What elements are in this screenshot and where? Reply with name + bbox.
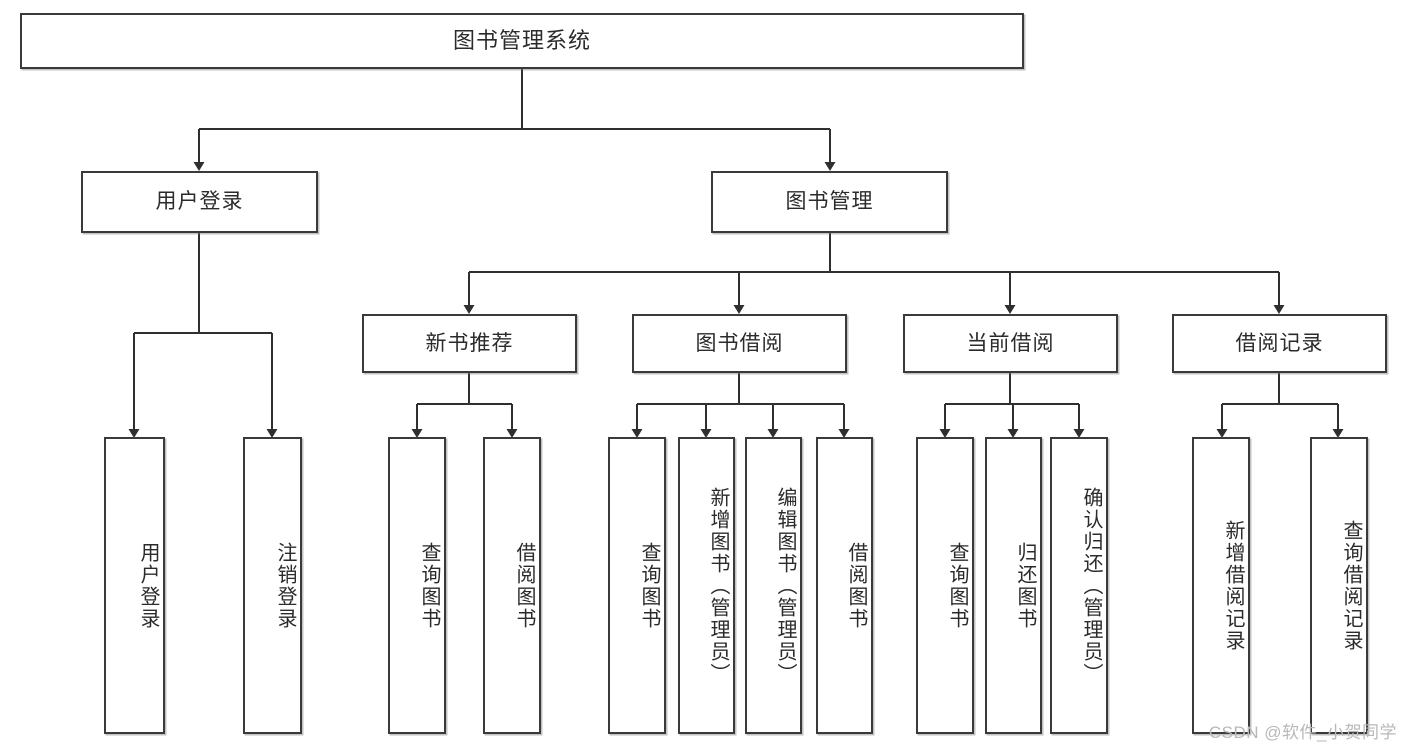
- node-current-borrow[interactable]: 当前借阅: [903, 314, 1118, 373]
- node-new-book-recommend[interactable]: 新书推荐: [362, 314, 577, 373]
- leaf-return-book[interactable]: 归还图书: [985, 437, 1042, 734]
- leaf-edit-book-admin[interactable]: 编辑图书（管理员）: [745, 437, 802, 734]
- leaf-confirm-return-admin[interactable]: 确认归还（管理员）: [1050, 437, 1108, 734]
- node-book-manage[interactable]: 图书管理: [711, 171, 948, 233]
- leaf-logout-login[interactable]: 注销登录: [243, 437, 302, 734]
- node-book-borrow[interactable]: 图书借阅: [632, 314, 847, 373]
- leaf-query-book-current[interactable]: 查询图书: [916, 437, 974, 734]
- leaf-add-borrow-record[interactable]: 新增借阅记录: [1192, 437, 1250, 734]
- node-borrow-record[interactable]: 借阅记录: [1172, 314, 1387, 373]
- leaf-borrow-book-recommend[interactable]: 借阅图书: [483, 437, 541, 734]
- leaf-query-borrow-record[interactable]: 查询借阅记录: [1310, 437, 1368, 734]
- leaf-add-book-admin[interactable]: 新增图书（管理员）: [678, 437, 735, 734]
- leaf-user-login[interactable]: 用户登录: [104, 437, 165, 734]
- csdn-watermark: CSDN @软件_小贺同学: [1208, 723, 1397, 742]
- leaf-query-book-recommend[interactable]: 查询图书: [388, 437, 446, 734]
- node-root-system[interactable]: 图书管理系统: [20, 13, 1024, 69]
- leaf-borrow-book-borrow[interactable]: 借阅图书: [816, 437, 873, 734]
- leaf-query-book-borrow[interactable]: 查询图书: [608, 437, 666, 734]
- node-user-login[interactable]: 用户登录: [81, 171, 318, 233]
